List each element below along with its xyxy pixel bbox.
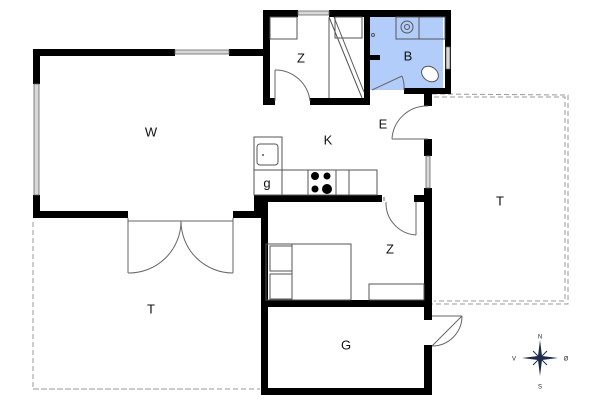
stove-icon — [311, 172, 332, 194]
top-bedroom-fixtures — [269, 16, 365, 99]
drain-icon — [371, 33, 375, 37]
toilet-icon — [421, 65, 439, 83]
room-label-terrace-right: T — [496, 193, 504, 208]
compass-east: Ø — [564, 357, 569, 363]
windows — [33, 10, 451, 196]
terrace-left-outline — [32, 222, 260, 390]
room-label-bathroom: B — [404, 48, 413, 63]
washbasin-icon — [395, 16, 446, 40]
terrace-right-outline — [431, 93, 569, 305]
kitchen-counter — [253, 136, 378, 196]
wardrobe-icon — [368, 283, 425, 301]
room-label-entrance: E — [379, 116, 388, 131]
room-label-garage: G — [341, 337, 351, 352]
room-label-kitchen-g: g — [263, 175, 270, 190]
sink-icon — [256, 143, 279, 166]
room-label-living: W — [145, 124, 158, 139]
bed-icon — [265, 243, 352, 301]
compass-south: S — [538, 385, 542, 391]
room-label-bedroom-mid: Z — [386, 241, 394, 256]
room-label-bedroom-top: Z — [297, 50, 305, 65]
compass-rose-icon: N S V Ø — [512, 335, 569, 391]
compass-west: V — [512, 357, 516, 363]
room-label-kitchen: K — [324, 132, 333, 147]
room-label-terrace-left: T — [147, 301, 155, 316]
compass-north: N — [538, 335, 542, 341]
walls — [33, 10, 451, 395]
doors — [127, 69, 463, 347]
